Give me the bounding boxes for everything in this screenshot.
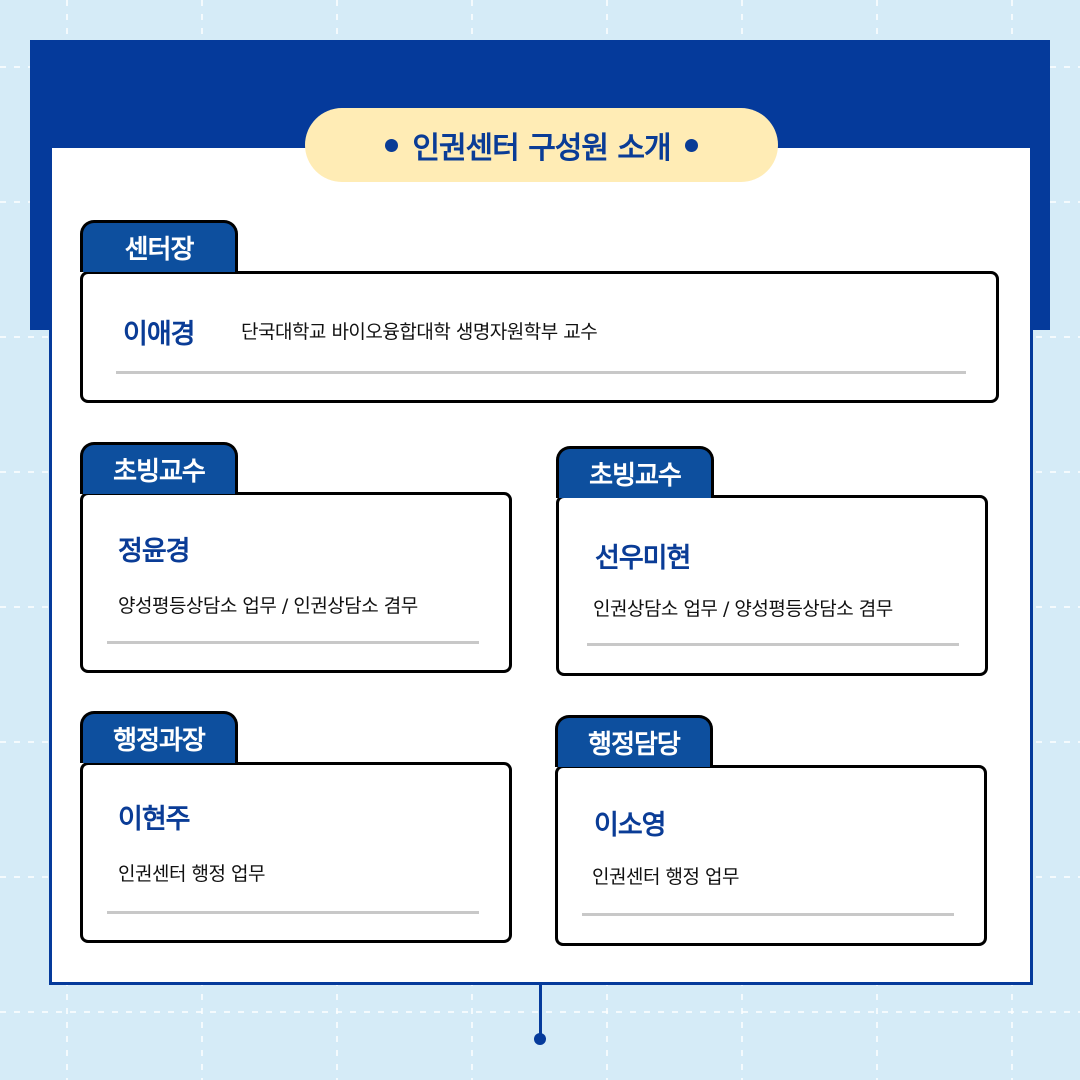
member-name: 이소영	[594, 810, 667, 841]
member-desc: 양성평등상담소 업무 / 인권상담소 겸무	[118, 595, 418, 617]
member-name: 정윤경	[118, 536, 191, 567]
role-tab: 초빙교수	[80, 442, 238, 494]
connector-line	[539, 984, 542, 1038]
divider	[107, 641, 479, 644]
title-banner: 인권센터 구성원 소개	[305, 108, 778, 182]
divider	[582, 913, 954, 916]
role-tab: 초빙교수	[556, 446, 714, 498]
role-tab: 행정과장	[80, 711, 238, 763]
connector-dot-icon	[534, 1033, 546, 1045]
member-name: 이현주	[118, 804, 191, 835]
member-card: 이현주 인권센터 행정 업무	[80, 762, 512, 943]
member-card: 정윤경 양성평등상담소 업무 / 인권상담소 겸무	[80, 492, 512, 673]
member-card-director: 이애경 단국대학교 바이오융합대학 생명자원학부 교수	[80, 271, 999, 403]
role-tab: 센터장	[80, 220, 238, 272]
page-title: 인권센터 구성원 소개	[412, 131, 671, 166]
member-card: 선우미현 인권상담소 업무 / 양성평등상담소 겸무	[556, 495, 988, 676]
divider	[587, 643, 959, 646]
bullet-dot-icon	[385, 138, 399, 152]
bullet-dot-icon	[684, 138, 698, 152]
member-desc: 인권상담소 업무 / 양성평등상담소 겸무	[593, 598, 893, 620]
divider	[107, 911, 479, 914]
member-desc: 단국대학교 바이오융합대학 생명자원학부 교수	[241, 321, 598, 343]
member-name: 이애경	[123, 319, 196, 350]
member-card: 이소영 인권센터 행정 업무	[555, 765, 987, 946]
member-desc: 인권센터 행정 업무	[592, 866, 739, 888]
member-desc: 인권센터 행정 업무	[118, 863, 265, 885]
divider	[116, 371, 966, 374]
member-name: 선우미현	[595, 543, 691, 574]
role-tab: 행정담당	[555, 715, 713, 767]
